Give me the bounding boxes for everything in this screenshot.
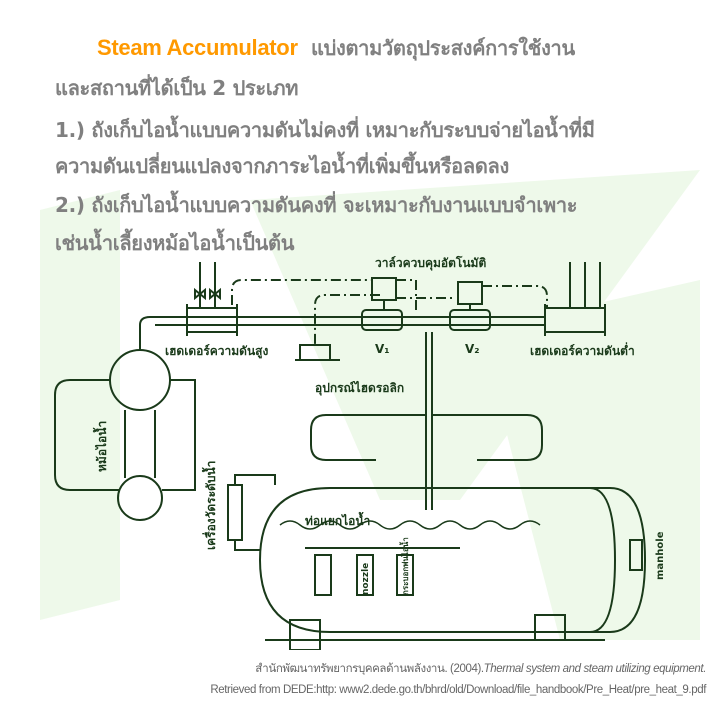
citation-line-2: Retrieved from DEDE:http: www2.dede.go.t… [210,684,706,696]
v2-label: V₂ [465,342,480,356]
nozzle-3 [396,554,414,596]
main-steam-line [155,316,545,326]
boiler-label: หม้อไอน้ำ [92,421,109,472]
steam-loop [310,414,543,461]
accumulator-tank [258,487,647,650]
citation-line-1: สำนักพัฒนาทรัพยากรบุคคลด้านพลังงาน. (200… [255,660,706,678]
type-2-line-2: เช่นน้ำเลี้ยงหม้อไอน้ำเป็นต้น [55,231,295,255]
nozzle-1 [314,554,332,596]
valve-v2 [449,309,491,331]
auto-valve-label: วาล์วควบคุมอัตโนมัติ [375,255,486,271]
nozzle-label: nozzle [361,563,371,595]
title: Steam Accumulator [97,35,298,60]
valve-v1 [361,309,403,331]
valve-v2-actuator [457,281,483,305]
high-header-label: เฮดเดอร์ความดันสูง [165,344,269,359]
type-1-line-1: 1.) ถังเก็บไอน้ำแบบความดันไม่คงที่ เหมาะ… [55,118,595,142]
type-2-line-1: 2.) ถังเก็บไอน้ำแบบความดันคงที่ จะเหมาะก… [55,193,578,217]
manhole-cover [629,539,643,571]
high-pressure-header [186,307,238,333]
citation-author: สำนักพัฒนาทรัพยากรบุคคลด้านพลังงาน. (200… [255,663,484,675]
hydraulic-label: อุปกรณ์ไฮดรอลิก [315,380,404,396]
steam-accumulator-diagram: วาล์วควบคุมอัตโนมัติ เฮดเดอร์ความดันสูง … [54,255,666,650]
low-pressure-header [544,307,606,333]
heading-line-2: และสถานที่ได้เป็น 2 ประเภท [55,76,299,100]
valve-v1-actuator [371,277,397,301]
hydraulic-unit [299,344,331,361]
manhole-label: manhole [655,531,666,580]
v1-label: V₁ [375,342,390,356]
heading-text: แบ่งตามวัตถุประสงค์การใช้งาน [311,36,575,60]
sparger-label: กระบอกพ่นไอน้ำ [399,537,410,595]
level-gauge [227,484,243,541]
level-gauge-label: เครื่องวัดระดับน้ำ [201,461,218,550]
steam-pipe-label: ท่อแยกไอน้ำ [305,511,370,528]
low-header-label: เฮดเดอร์ความดันต่ำ [530,342,635,358]
nozzle-2 [356,554,374,596]
boiler [54,316,196,521]
heading-line-1: Steam Accumulator แบ่งตามวัตถุประสงค์การ… [97,32,575,64]
type-1-line-2: ความดันเปลี่ยนแปลงจากภาระไอน้ำที่เพิ่มขึ… [55,154,509,178]
citation-title: Thermal system and steam utilizing equip… [483,663,707,675]
